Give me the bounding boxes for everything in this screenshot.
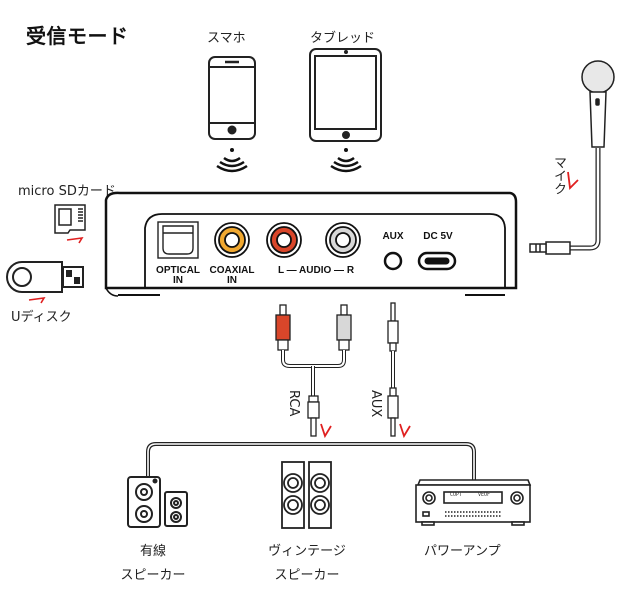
wired-speaker-label-line2: スピーカー (120, 568, 186, 583)
aux-port (383, 251, 403, 271)
vintage-speaker-label: ヴィンテージ スピーカー (262, 540, 352, 588)
dc-5v-label: DC 5V (423, 231, 453, 242)
wired-speaker-label-line1: 有線 (139, 544, 166, 559)
microsd-icon (54, 204, 86, 234)
microphone-icon (529, 60, 615, 255)
dc-5v-port (417, 251, 457, 271)
tablet-label: タブレッド (310, 31, 376, 46)
tablet-icon (309, 48, 382, 142)
wireless-icon-phone (216, 148, 248, 173)
power-amp-icon (415, 479, 532, 526)
coaxial-label-line2: IN (227, 275, 237, 286)
rca-cable-label: RCA (286, 390, 301, 417)
coaxial-label-line1: COAXIAL (209, 265, 255, 276)
aux-cable-label: AUX (368, 390, 383, 418)
page-title: 受信モード (26, 24, 129, 48)
wired-speaker-label: 有線 スピーカー (113, 540, 193, 588)
audio-l-port (266, 222, 302, 258)
optical-in-label: OPTICAL IN (152, 266, 204, 286)
power-amp-label: パワーアンプ (424, 544, 501, 559)
coaxial-in-port (214, 222, 250, 258)
optical-label-line1: OPTICAL (156, 265, 200, 276)
wireless-icon-tablet (330, 148, 362, 173)
audio-lr-label: L — AUDIO — R (277, 265, 355, 276)
rca-arrow-icon (320, 423, 332, 439)
mic-arrow-icon (567, 171, 579, 190)
rca-cable (275, 304, 352, 437)
aux-arrow-icon (399, 423, 411, 439)
smartphone-icon (208, 56, 256, 140)
audio-r-port (325, 222, 361, 258)
usb-stick-icon (6, 261, 84, 293)
wired-speaker-icon (127, 476, 188, 528)
coaxial-in-label: COAXIAL IN (204, 266, 260, 286)
microsd-label: micro SDカード (18, 184, 116, 199)
microsd-arrow-icon (66, 236, 84, 244)
aux-cable (387, 302, 399, 437)
vintage-speaker-label-line1: ヴィンテージ (268, 544, 346, 559)
amp-display-left: COPT (450, 492, 463, 498)
receiver-device (104, 191, 518, 297)
vintage-speaker-label-line2: スピーカー (274, 568, 340, 583)
aux-port-label: AUX (382, 231, 404, 242)
udisk-label: Uディスク (11, 310, 72, 325)
amp-display-right: VEOF (478, 492, 491, 498)
smartphone-label: スマホ (207, 31, 246, 46)
udisk-arrow-icon (28, 296, 46, 304)
mic-label: マイク (551, 156, 566, 195)
optical-label-line2: IN (173, 275, 183, 286)
optical-in-port (157, 221, 199, 259)
vintage-speaker-icon (281, 461, 332, 529)
